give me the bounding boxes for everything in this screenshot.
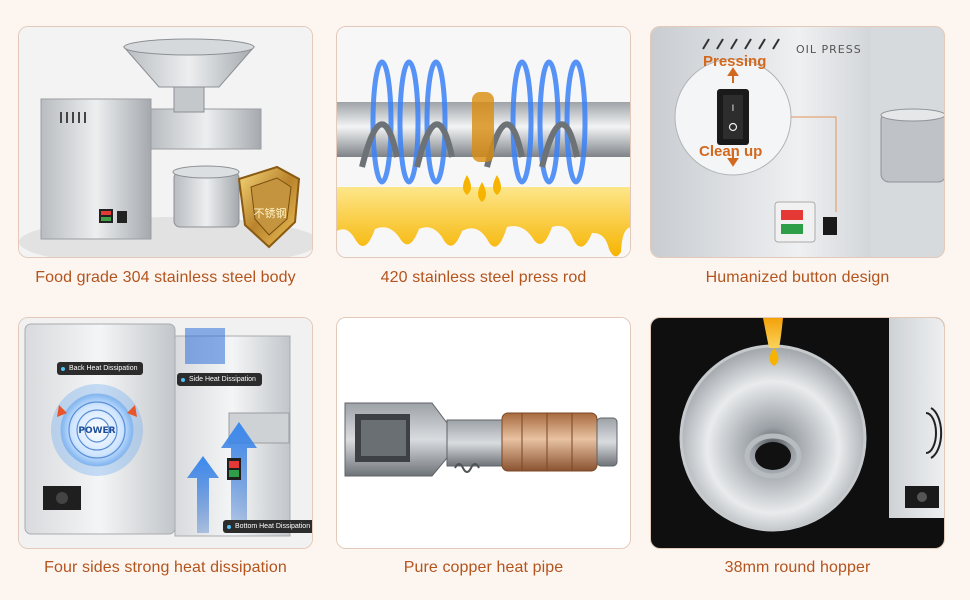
caption-round-hopper: 38mm round hopper [724,559,871,576]
caption-heat-dissipation: Four sides strong heat dissipation [44,559,287,576]
oil-press-body-image: 不锈钢 [19,27,312,257]
feature-card-round-hopper [650,317,945,549]
caption-button-design: Humanized button design [705,269,890,286]
feature-card-stainless-body: 不锈钢 [18,26,313,258]
feature-card-copper-pipe [336,317,631,549]
feature-card-button-design: OIL PRESS I Pressing Clean up [650,26,945,258]
switch-label-pressing: Pressing [703,53,767,70]
caption-stainless-body: Food grade 304 stainless steel body [35,269,296,286]
round-hopper-image [651,318,944,548]
tag-dot-bottom [227,525,231,529]
svg-text:I: I [732,104,735,114]
tag-bottom-heat-dissipation: Bottom Heat Dissipation [223,520,312,533]
caption-press-rod: 420 stainless steel press rod [380,269,587,286]
tag-back-heat-dissipation: Back Heat Dissipation [57,362,144,375]
tag-side-heat-dissipation: Side Heat Dissipation [177,373,262,386]
heat-dissipation-image: POWER [19,318,312,548]
fan-power-text: POWER [78,426,115,436]
caption-copper-pipe: Pure copper heat pipe [403,559,564,576]
copper-heat-pipe-image [337,318,630,548]
button-panel-image: OIL PRESS I [651,27,944,257]
tag-dot-side [181,378,185,382]
feature-card-press-rod [336,26,631,258]
oil-press-panel-text: OIL PRESS [796,43,862,56]
press-rod-image [337,27,630,257]
shield-badge-text: 不锈钢 [254,207,287,220]
feature-card-heat-dissipation: POWER Back Heat Dissipation Side Heat Di… [18,317,313,549]
switch-label-clean-up: Clean up [699,143,763,160]
tag-dot-back [61,367,65,371]
